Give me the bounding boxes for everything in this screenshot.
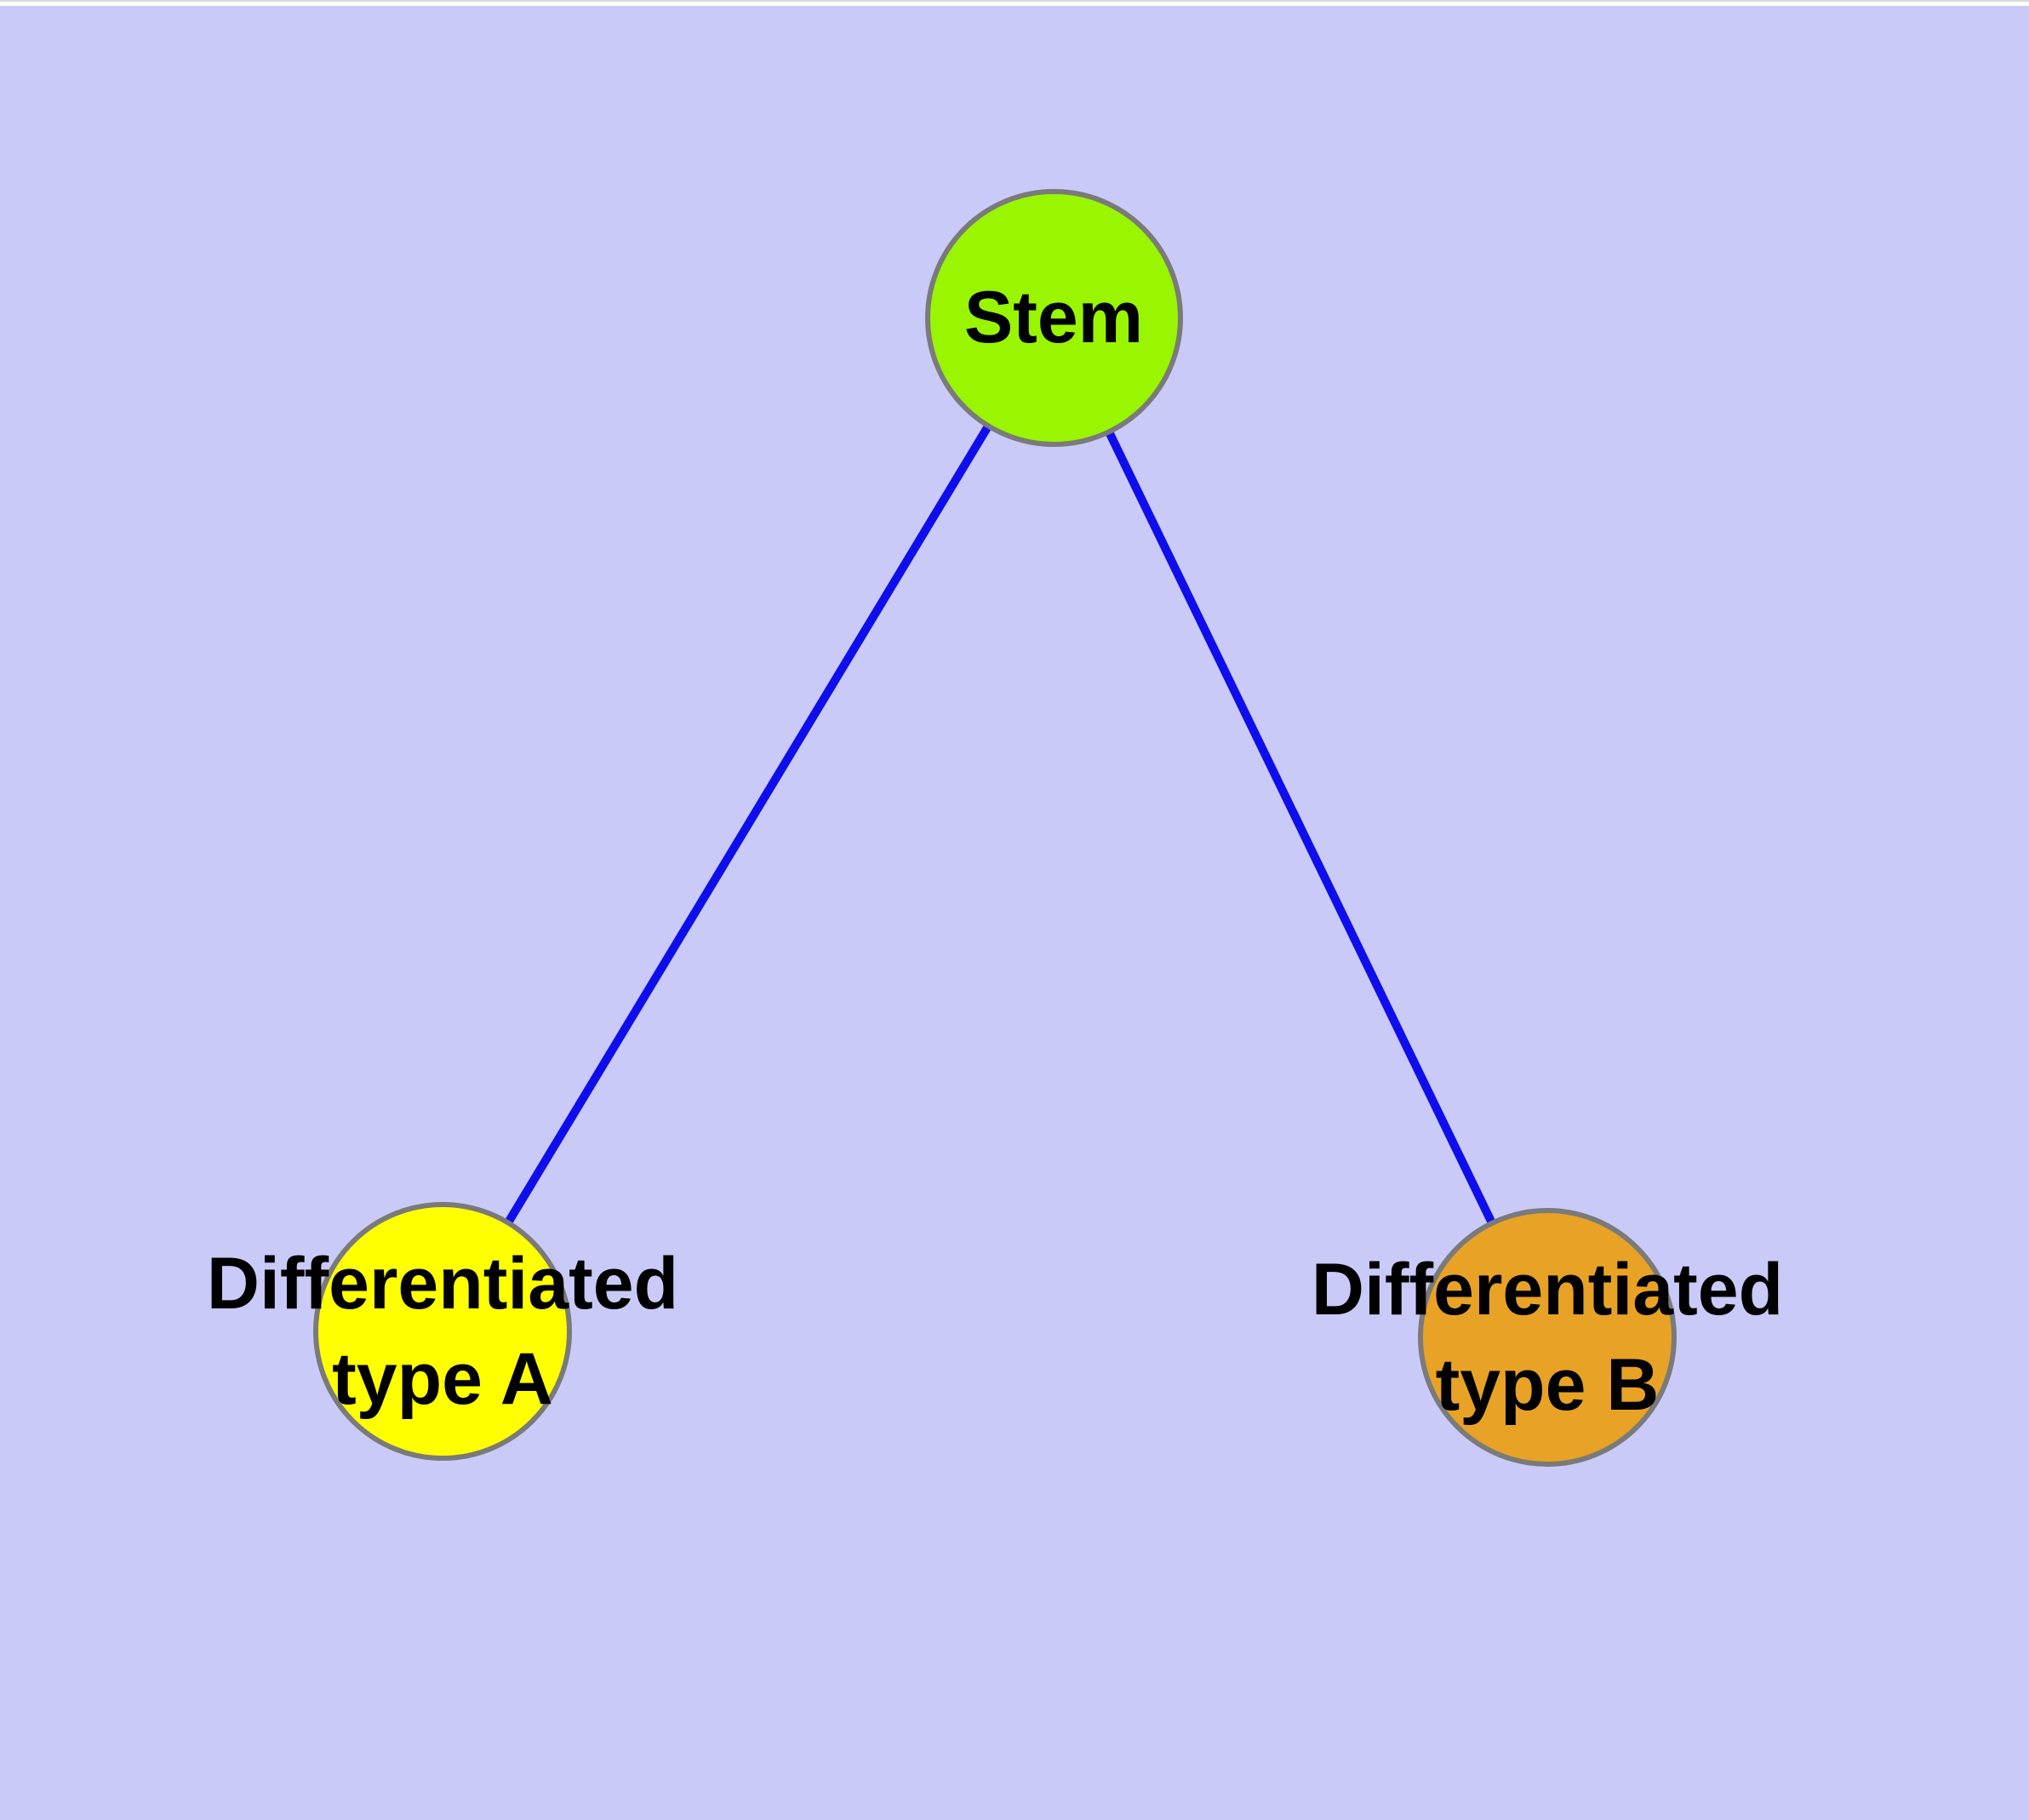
window-top-border: [0, 0, 2029, 6]
edge-stem-to-differentiated-type-b: [1049, 315, 1552, 1340]
node-differentiated-type-b[interactable]: [1418, 1208, 1677, 1467]
edge-stem-to-differentiated-type-a: [438, 315, 1058, 1334]
node-stem[interactable]: [925, 189, 1183, 447]
node-differentiated-type-a[interactable]: [313, 1202, 572, 1461]
